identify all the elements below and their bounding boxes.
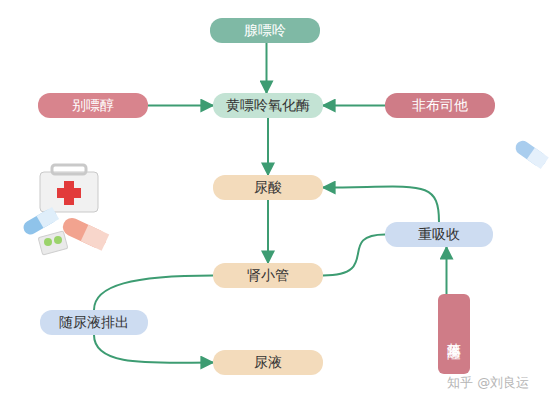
first-aid-kit (40, 165, 98, 212)
node-label: 苯溴马隆 (446, 332, 462, 336)
flow-arrow (267, 118, 269, 175)
flow-arrow (267, 200, 269, 263)
process-box: 肾小管 (213, 263, 323, 288)
process-box: 随尿液排出 (40, 310, 148, 335)
process-box: 尿酸 (213, 175, 323, 200)
process-box: 重吸收 (385, 222, 493, 247)
source-box: 腺嘌呤 (210, 18, 320, 43)
flow-arrow (266, 43, 268, 93)
drug-box: 别嘌醇 (38, 93, 148, 118)
watermark: 知乎 @刘良运 (447, 374, 529, 392)
node-label: 腺嘌呤 (244, 22, 286, 38)
flow-arrow (94, 335, 213, 363)
node-label: 肾小管 (247, 267, 289, 283)
flow-arrow (323, 235, 385, 276)
node-label: 重吸收 (418, 226, 460, 242)
node-label: 非布司他 (412, 97, 468, 113)
process-box: 尿液 (213, 350, 323, 375)
drug-box: 非布司他 (385, 93, 495, 118)
flow-arrow (446, 247, 448, 294)
node-label: 随尿液排出 (59, 314, 129, 330)
flow-arrow (148, 105, 213, 107)
flow-arrow (323, 187, 439, 222)
node-label: 尿酸 (254, 179, 282, 195)
flow-arrow (94, 276, 213, 311)
drug-box: 苯溴马隆 (438, 294, 470, 374)
enzyme-box: 黄嘌呤氧化酶 (213, 93, 323, 118)
node-label: 黄嘌呤氧化酶 (226, 97, 310, 113)
pills (21, 138, 549, 255)
flow-arrow (323, 105, 385, 107)
node-label: 别嘌醇 (72, 97, 114, 113)
node-label: 尿液 (254, 354, 282, 370)
